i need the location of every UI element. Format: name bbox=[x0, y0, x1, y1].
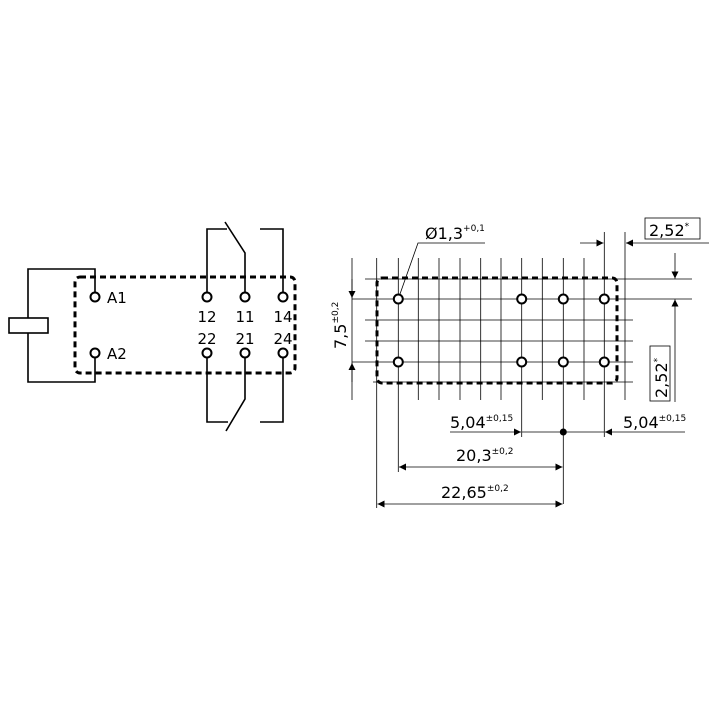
hole bbox=[392, 356, 404, 368]
hole-diameter-leader bbox=[399, 242, 485, 295]
hole bbox=[598, 293, 610, 305]
relay-housing-outline bbox=[73, 275, 297, 375]
span-dimension-label: 20,3±0,2 bbox=[456, 446, 513, 465]
height-dimension-label: 7,5±0,2 bbox=[331, 302, 350, 349]
terminal-14 bbox=[277, 291, 289, 303]
coil-symbol bbox=[8, 317, 49, 334]
relay-schematic: A1 A2 12 11 14 22 21 24 bbox=[8, 221, 297, 432]
terminal-a2 bbox=[89, 347, 101, 359]
terminal-24 bbox=[277, 347, 289, 359]
hole bbox=[516, 356, 528, 368]
label-12: 12 bbox=[197, 308, 216, 326]
grid-pitch-v-box bbox=[649, 345, 671, 402]
pitch-right-label: 5,04±0,15 bbox=[623, 413, 686, 432]
hole bbox=[557, 356, 569, 368]
pcb-footprint: Ø1,3+0,1 7,5±0,2 2,52* 2,52* 5,04±0,15 5… bbox=[331, 217, 709, 508]
grid-pitch-h-label: 2,52* bbox=[649, 221, 690, 240]
label-21: 21 bbox=[235, 330, 254, 348]
grid-pitch-v-label: 2,52* bbox=[652, 357, 671, 398]
reference-point bbox=[559, 428, 567, 436]
contact-set-2 bbox=[206, 358, 284, 432]
contact-set-1 bbox=[206, 221, 284, 292]
footprint-outline bbox=[375, 276, 619, 385]
terminal-11 bbox=[239, 291, 251, 303]
hole bbox=[516, 293, 528, 305]
pitch-left-label: 5,04±0,15 bbox=[450, 413, 513, 432]
terminal-a1 bbox=[89, 291, 101, 303]
label-a2: A2 bbox=[107, 345, 127, 363]
hole-diameter-label: Ø1,3+0,1 bbox=[425, 224, 485, 243]
label-24: 24 bbox=[273, 330, 292, 348]
label-14: 14 bbox=[273, 308, 292, 326]
coil bbox=[8, 268, 96, 383]
terminal-12 bbox=[201, 291, 213, 303]
terminal-22 bbox=[201, 347, 213, 359]
label-11: 11 bbox=[235, 308, 254, 326]
hole bbox=[557, 293, 569, 305]
length-dimension-label: 22,65±0,2 bbox=[441, 483, 509, 502]
label-a1: A1 bbox=[107, 289, 127, 307]
grid-pitch-h-box bbox=[644, 217, 701, 240]
terminal-21 bbox=[239, 347, 251, 359]
label-22: 22 bbox=[197, 330, 216, 348]
hole bbox=[598, 356, 610, 368]
hole bbox=[392, 293, 404, 305]
